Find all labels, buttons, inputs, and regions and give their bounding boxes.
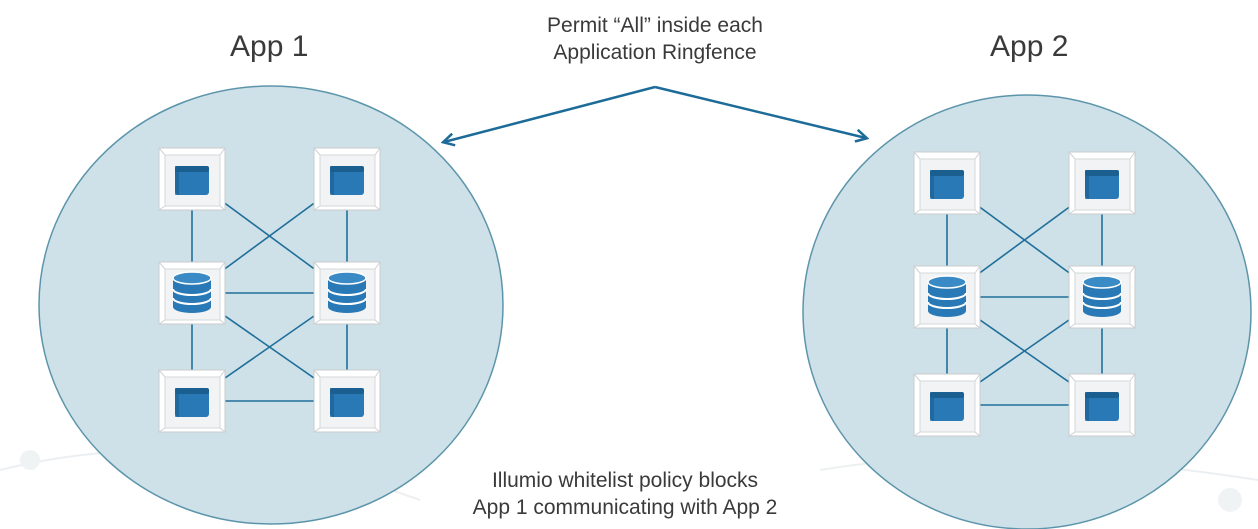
app2-node-tr-window-icon (1085, 170, 1119, 199)
app2-node-mr-database-icon (1082, 275, 1122, 317)
block-caption-line1: Illumio whitelist policy blocks (491, 469, 759, 492)
permit-arrow-left (444, 85, 656, 142)
app2-node-br-window-icon (1085, 392, 1119, 421)
app1-title: App 1 (230, 30, 309, 63)
app1-ringfence (38, 85, 504, 525)
app1-node-br-window-icon (330, 388, 364, 417)
app1-node-tl (158, 147, 226, 211)
permit-caption-line1: Permit “All” inside each (547, 14, 763, 37)
app1-node-tr (313, 147, 381, 211)
app2-node-mr (1068, 265, 1136, 329)
app2-workloads (913, 151, 1136, 437)
app2-node-br (1068, 373, 1136, 437)
app2-node-tl (913, 151, 981, 215)
app2-node-tr (1068, 151, 1136, 215)
app1-node-tr-window-icon (330, 166, 364, 195)
app1-node-br (313, 369, 381, 433)
app2-node-bl (913, 373, 981, 437)
permit-caption: Permit “All” inside each Application Rin… (505, 12, 805, 66)
app1-node-ml (158, 261, 226, 325)
app2-node-bl-window-icon (930, 392, 964, 421)
app1-node-bl-window-icon (175, 388, 209, 417)
app2-node-ml-database-icon (927, 275, 967, 317)
block-caption-line2: App 1 communicating with App 2 (472, 496, 778, 519)
app1-workloads (158, 147, 381, 433)
app2-node-tl-window-icon (930, 170, 964, 199)
app1-node-tl-window-icon (175, 166, 209, 195)
app1-node-ml-database-icon (172, 271, 212, 313)
app2-ringfence (802, 94, 1252, 529)
block-caption: Illumio whitelist policy blocks App 1 co… (455, 467, 795, 521)
permit-arrow-right (654, 85, 866, 138)
app1-node-bl (158, 369, 226, 433)
permit-caption-line2: Application Ringfence (553, 41, 757, 64)
app1-node-mr-database-icon (327, 271, 367, 313)
app2-node-ml (913, 265, 981, 329)
app1-node-mr (313, 261, 381, 325)
app2-title: App 2 (990, 30, 1069, 63)
